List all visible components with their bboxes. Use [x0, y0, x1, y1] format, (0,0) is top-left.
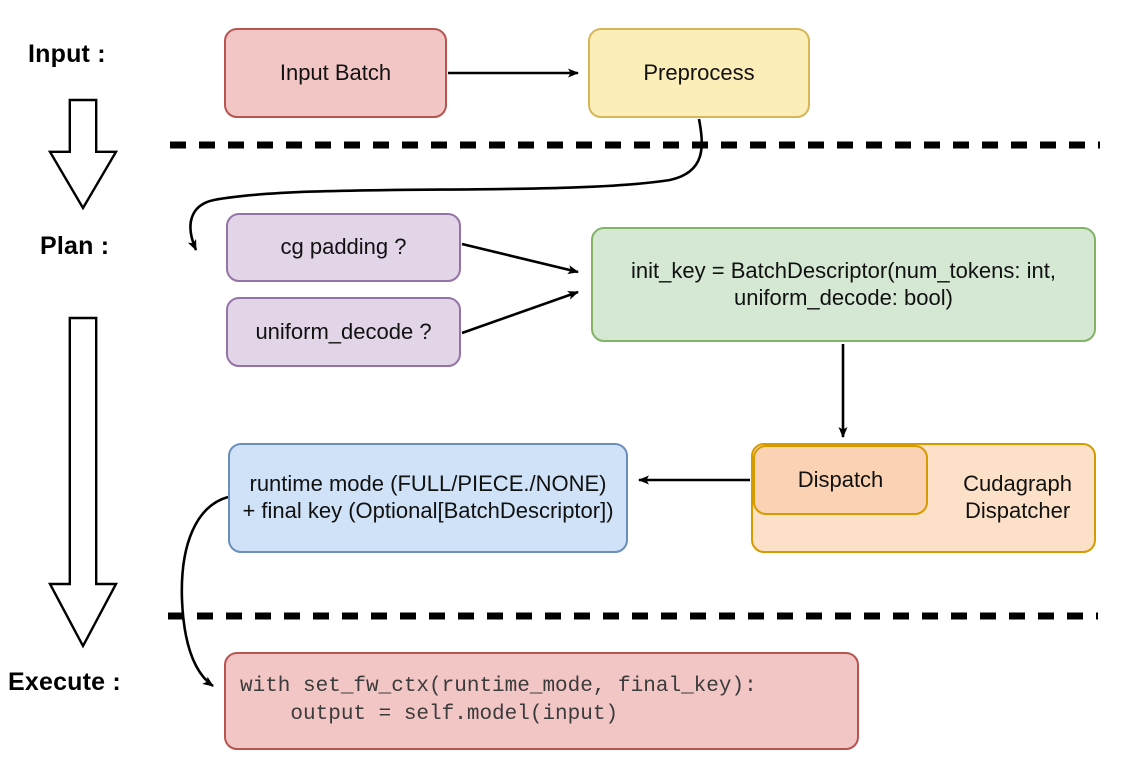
uniform-decode-node[interactable]: uniform_decode ? [226, 297, 461, 367]
stage-flow-arrow-plan [48, 316, 118, 649]
dispatch-node-label: Dispatch [797, 466, 884, 492]
runtime-mode-node[interactable]: runtime mode (FULL/PIECE./NONE) + final … [228, 443, 628, 553]
connector-runtime-mode-to-execute-code [180, 495, 229, 688]
cg-padding-node-label: cg padding ? [280, 234, 407, 260]
dispatch-node[interactable]: Dispatch [753, 445, 928, 515]
init-key-node-label: init_key = BatchDescriptor(num_tokens: i… [631, 257, 1056, 310]
cudagraph-dispatcher-group-label: Cudagraph Dispatcher [963, 471, 1072, 523]
preprocess-node[interactable]: Preprocess [588, 28, 810, 118]
connectors-group [180, 68, 848, 688]
stage-flow-arrow-input [47, 98, 119, 211]
init-key-node[interactable]: init_key = BatchDescriptor(num_tokens: i… [591, 227, 1096, 342]
input-batch-node[interactable]: Input Batch [224, 28, 447, 118]
execute-code-node-label: with set_fw_ctx(runtime_mode, final_key)… [240, 674, 757, 726]
stage-label-input: Input : [28, 40, 106, 68]
stage-label-plan: Plan : [40, 232, 110, 260]
connector-cg-padding-to-init-key [461, 242, 579, 275]
execute-code-node[interactable]: with set_fw_ctx(runtime_mode, final_key)… [224, 652, 859, 750]
preprocess-node-label: Preprocess [643, 59, 755, 85]
stage-block-arrows [47, 98, 119, 649]
connector-uniform-decode-to-init-key [461, 290, 579, 335]
input-batch-node-label: Input Batch [279, 59, 392, 85]
runtime-mode-node-label: runtime mode (FULL/PIECE./NONE) + final … [242, 471, 614, 523]
stage-label-execute: Execute : [8, 668, 121, 696]
cg-padding-node[interactable]: cg padding ? [226, 213, 461, 282]
uniform-decode-node-label: uniform_decode ? [255, 318, 432, 344]
